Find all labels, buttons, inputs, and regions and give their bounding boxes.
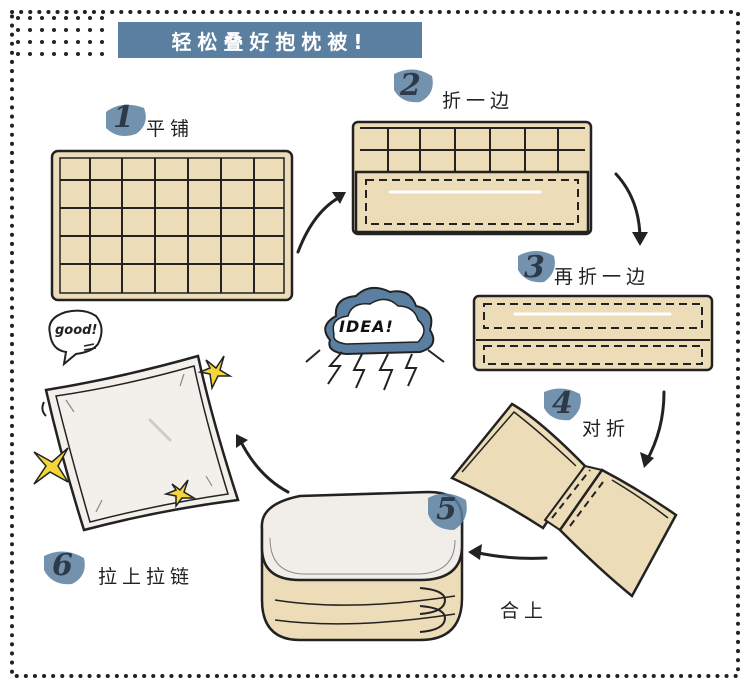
idea-cloud [305, 286, 445, 391]
arrow-3-to-4 [644, 390, 666, 464]
step6-finished-pillow [41, 354, 240, 532]
step2-number: 2 [400, 68, 421, 103]
dot-grid-decoration [16, 16, 104, 56]
arrow-5-to-6 [238, 438, 290, 494]
step4-label: 对折 [582, 418, 631, 440]
step6-label: 拉上拉链 [98, 566, 195, 588]
step3-label: 再折一边 [554, 266, 651, 288]
step3-number: 3 [524, 250, 545, 285]
dotted-frame [10, 10, 740, 678]
step6-number: 6 [52, 548, 73, 583]
step3-fold-again [472, 294, 714, 372]
sparkle-decorations [33, 355, 233, 509]
idea-text: IDEA! [339, 317, 394, 336]
bubble-text: good! [55, 323, 98, 338]
step1-number: 1 [113, 100, 134, 135]
step5-label: 合上 [500, 600, 549, 622]
title-banner: 轻松叠好抱枕被! [118, 22, 422, 58]
step5-number: 5 [436, 492, 457, 527]
step4-fold-in-half [450, 402, 678, 598]
step4-number: 4 [552, 386, 573, 421]
arrow-1-to-2 [296, 194, 344, 254]
arrow-heads [236, 192, 654, 560]
step5-closed-case [260, 490, 464, 642]
arrow-4-to-5 [472, 550, 548, 560]
page-title: 轻松叠好抱枕被! [171, 29, 369, 54]
number-brush-marks [44, 69, 581, 585]
step1-label: 平铺 [146, 118, 195, 140]
arrow-2-to-3 [614, 172, 642, 242]
step2-label: 折一边 [442, 90, 515, 112]
step1-flat-quilt [50, 149, 294, 302]
step2-fold-one-side [351, 120, 593, 236]
good-speech-bubble [48, 309, 103, 367]
